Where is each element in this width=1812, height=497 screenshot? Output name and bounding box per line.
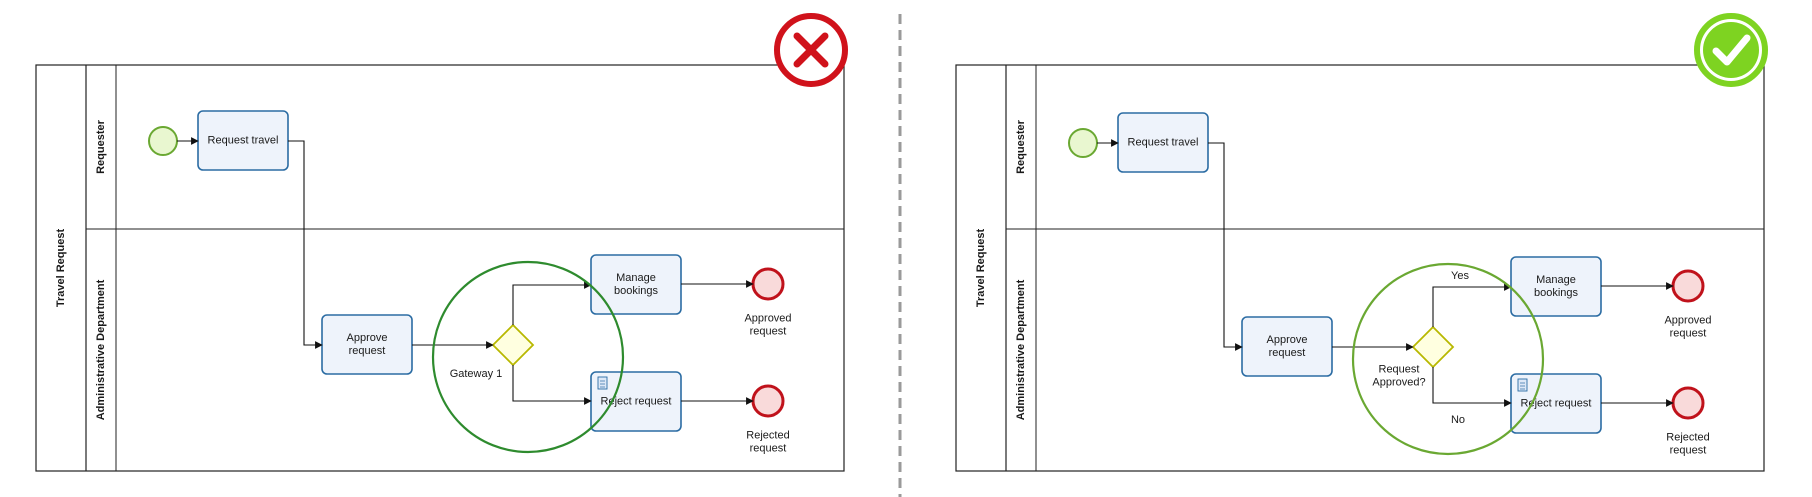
highlight-ring: [1351, 262, 1545, 456]
flow-request-to-approve: [1208, 142, 1243, 351]
check-mark: [1712, 34, 1751, 66]
script-icon-page: [597, 376, 608, 390]
end-rejected-label: Rejected: [746, 429, 789, 441]
end-rejected-label: request: [1670, 444, 1707, 456]
end-event-approved[interactable]: [751, 267, 785, 301]
cross-icon: [774, 13, 848, 87]
task-approve-request-label: Approve: [347, 332, 388, 344]
task-manage-bookings-label: bookings: [1534, 287, 1579, 299]
check-icon: [1694, 13, 1768, 87]
end-rejected-label: request: [750, 442, 787, 454]
pool: [955, 64, 1765, 472]
end-approved-label: request: [750, 325, 787, 337]
lane-label-requester: Requester: [1015, 119, 1027, 174]
flow-gateway-to-manage: [512, 281, 592, 325]
task-reject-request-label: Reject request: [601, 395, 672, 407]
task-reject-request[interactable]: Reject request: [1510, 373, 1602, 434]
gateway-label: Approved?: [1372, 376, 1425, 388]
script-icon: [597, 376, 608, 390]
flow-gateway-to-reject: [512, 365, 592, 405]
pool: [35, 64, 845, 472]
flow-gateway-to-manage: [1432, 283, 1512, 327]
task-request-travel-label: Request travel: [1128, 136, 1199, 148]
task-request-travel-label: Request travel: [208, 134, 279, 146]
end-event-rejected[interactable]: [751, 384, 785, 418]
end-approved-label: Approved: [744, 312, 791, 324]
task-reject-request-label: Reject request: [1521, 397, 1592, 409]
lane-label-requester: Requester: [95, 119, 107, 174]
pool-label: Travel Request: [975, 229, 987, 308]
task-request-travel[interactable]: Request travel: [1117, 112, 1209, 173]
task-manage-bookings-label: Manage: [616, 272, 656, 284]
gateway-label: Request: [1379, 363, 1420, 375]
task-request-travel[interactable]: Request travel: [197, 110, 289, 171]
task-approve-request-label: request: [349, 345, 386, 357]
lane-label-admin: Administrative Department: [1015, 279, 1027, 420]
flow-request-to-approve: [288, 140, 323, 349]
end-event-rejected[interactable]: [1671, 386, 1705, 420]
end-approved-label: Approved: [1664, 314, 1711, 326]
cross-mark: [793, 32, 829, 68]
task-approve-request-label: request: [1269, 347, 1306, 359]
gateway-label: Gateway 1: [450, 368, 503, 380]
end-rejected-label: Rejected: [1666, 431, 1709, 443]
check-fill: [1703, 22, 1759, 78]
highlight-ring: [431, 260, 625, 454]
start-event[interactable]: [148, 126, 178, 156]
task-approve-request-label: Approve: [1267, 334, 1308, 346]
task-manage-bookings-label: Manage: [1536, 274, 1576, 286]
end-approved-label: request: [1670, 327, 1707, 339]
lane-label-admin: Administrative Department: [95, 279, 107, 420]
script-icon-page: [1517, 378, 1528, 392]
script-icon: [1517, 378, 1528, 392]
end-event-approved[interactable]: [1671, 269, 1705, 303]
start-event[interactable]: [1068, 128, 1098, 158]
task-manage-bookings-label: bookings: [614, 285, 659, 297]
task-reject-request[interactable]: Reject request: [590, 371, 682, 432]
flow-label-no: No: [1451, 414, 1465, 426]
flow-gateway-to-reject: [1432, 367, 1512, 407]
flow-label-yes: Yes: [1451, 270, 1469, 282]
pool-label: Travel Request: [55, 229, 67, 308]
